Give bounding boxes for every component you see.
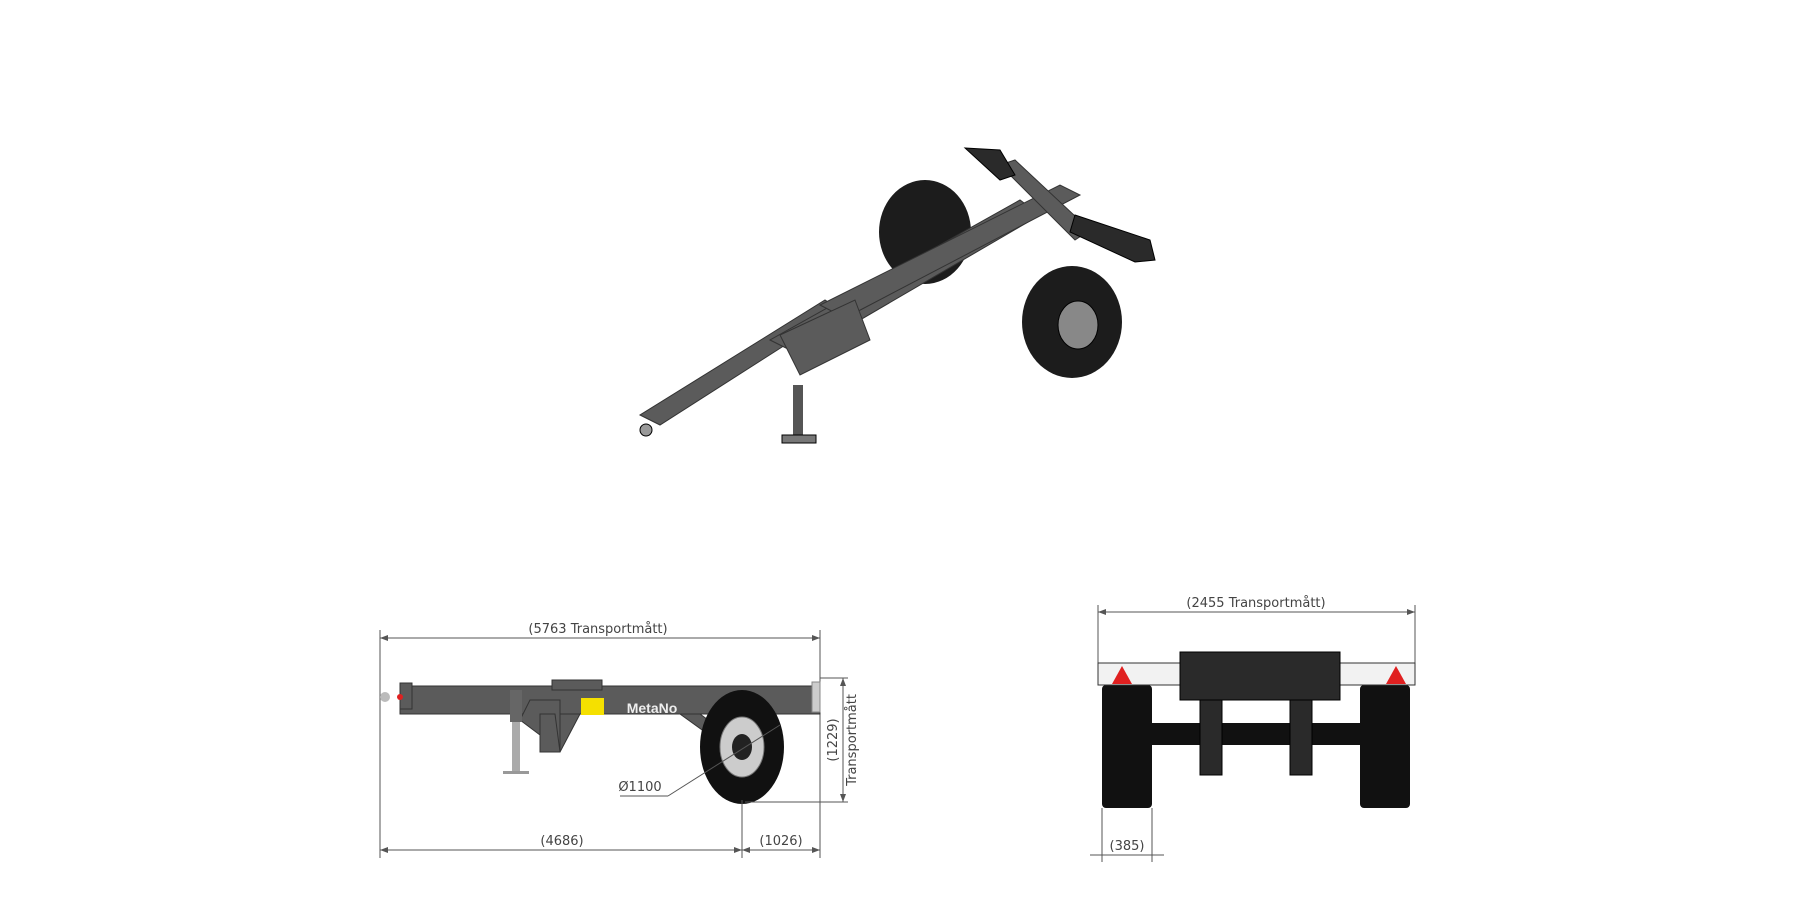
isometric-view [638, 147, 1156, 444]
tire-width-dimension: (385) [1110, 839, 1145, 854]
tail-light-right [1386, 666, 1406, 684]
rear-tire-right [1360, 685, 1410, 808]
overall-width-dimension: (2455 Transportmått) [1186, 596, 1325, 611]
jack-stand [512, 720, 520, 772]
wheel-diameter-dimension: Ø1100 [618, 780, 661, 795]
tail-light-left [1112, 666, 1132, 684]
side-view: (5763 Transportmått) MetaNo Ø1100 (4686)… [379, 622, 860, 858]
axle-to-front-dimension: (4686) [540, 834, 583, 849]
brand-logo-sticker [581, 698, 604, 715]
iso-jack [793, 385, 803, 435]
rear-tire-left [1102, 685, 1152, 808]
axle-to-rear-dimension: (1026) [759, 834, 802, 849]
rear-view: (2455 Transportmått) (385) [1090, 596, 1416, 862]
rear-axle [1152, 723, 1360, 745]
brand-label: MetaNo [627, 700, 678, 716]
height-dimension: (1229) [826, 718, 841, 761]
height-dimension-label: Transportmått [845, 694, 860, 787]
overall-length-dimension: (5763 Transportmått) [528, 622, 667, 637]
